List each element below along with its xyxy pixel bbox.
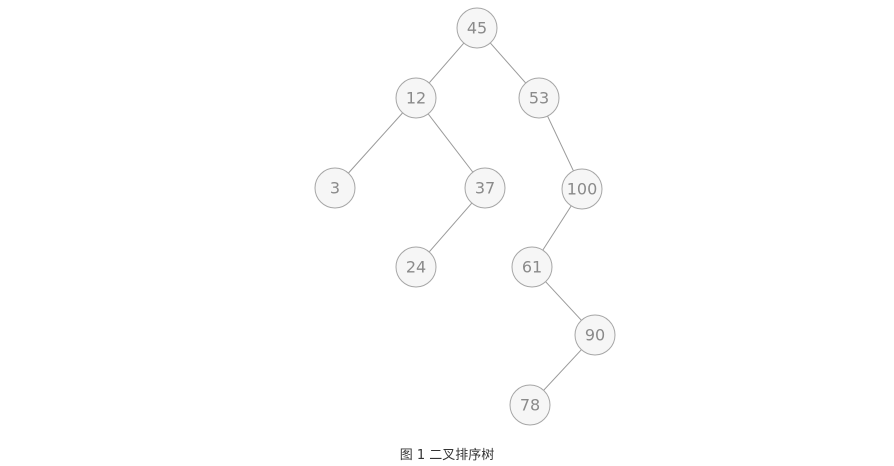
tree-edges [348,42,582,391]
tree-node-45: 45 [456,7,498,49]
tree-node-100: 100 [561,168,603,210]
edge-45-to-12 [428,42,465,84]
node-circle [464,167,506,209]
edge-12-to-3 [348,112,403,174]
edge-61-to-90 [545,281,582,321]
node-circle [456,7,498,49]
tree-node-53: 53 [518,77,560,119]
node-circle [511,246,553,288]
node-label: 3 [330,179,340,198]
tree-node-90: 90 [574,314,616,356]
node-circle [395,246,437,288]
edge-100-to-61 [542,205,572,251]
tree-node-12: 12 [395,77,437,119]
node-circle [561,168,603,210]
figure-caption: 图 1 二叉排序树 [399,448,495,463]
tree-node-78: 78 [509,384,551,426]
tree-nodes: 45 12 53 3 37 100 24 61 90 78 [314,7,616,426]
node-circle [509,384,551,426]
node-label: 24 [406,258,426,277]
node-label: 90 [585,326,605,345]
edge-37-to-24 [428,202,473,253]
node-label: 37 [475,179,495,198]
node-label: 45 [467,19,487,38]
node-circle [518,77,560,119]
node-circle [574,314,616,356]
node-label: 61 [522,258,542,277]
tree-node-37: 37 [464,167,506,209]
node-label: 100 [567,180,598,199]
edge-12-to-37 [427,113,474,173]
node-circle [314,167,356,209]
tree-node-24: 24 [395,246,437,288]
edge-45-to-53 [489,42,527,84]
edge-53-to-100 [547,115,574,172]
edge-90-to-78 [543,349,582,391]
tree-node-3: 3 [314,167,356,209]
node-label: 78 [520,396,540,415]
tree-node-61: 61 [511,246,553,288]
node-label: 12 [406,89,426,108]
node-circle [395,77,437,119]
node-label: 53 [529,89,549,108]
